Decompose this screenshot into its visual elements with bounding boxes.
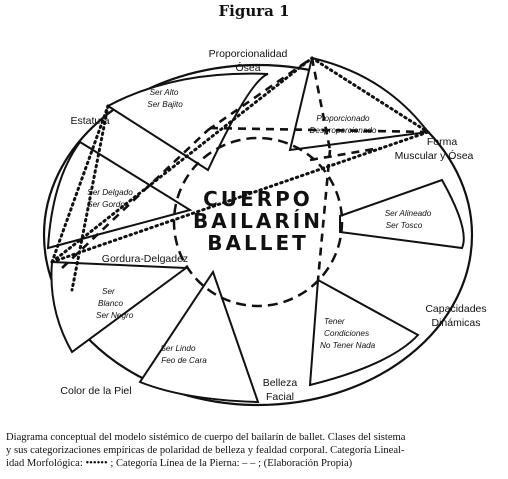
cat-condiciones-1: Tener bbox=[324, 317, 345, 326]
caption-line-2: y sus categorizaciones empíricas de pola… bbox=[6, 445, 405, 456]
outer-ellipse bbox=[42, 63, 474, 407]
node-forma-2: Muscular y Ósea bbox=[395, 149, 474, 162]
sector-blanco bbox=[50, 260, 189, 354]
core-dashed-circle bbox=[172, 136, 344, 308]
figure-title: Figura 1 bbox=[218, 2, 290, 20]
cat-alto-2: Ser Bajito bbox=[147, 100, 183, 109]
node-proporcionalidad-2: Ósea bbox=[235, 61, 260, 74]
caption-line-3a: idad Morfológica: bbox=[6, 458, 83, 469]
node-capacidades-2: Dinámicas bbox=[431, 317, 480, 329]
node-proporcionalidad-1: Proporcionalidad bbox=[209, 48, 288, 60]
node-estatura: Estatura bbox=[70, 115, 109, 127]
cat-lindo-1: Ser Lindo bbox=[160, 344, 195, 353]
node-belleza-1: Belleza bbox=[263, 377, 298, 389]
cat-blanco-3: Ser Negro bbox=[96, 311, 134, 320]
sector-delgado bbox=[46, 140, 193, 250]
caption-dashed-legend: – – bbox=[242, 458, 256, 469]
node-forma-1: Forma bbox=[427, 136, 457, 148]
node-belleza-2: Facial bbox=[266, 391, 294, 403]
node-color: Color de la Piel bbox=[60, 385, 131, 397]
node-capacidades-1: Capacidades bbox=[425, 303, 486, 315]
node-gordura: Gordura-Delgadez bbox=[102, 253, 188, 265]
cat-proporcionado-1: Proporcionado bbox=[316, 114, 370, 123]
cat-lindo-2: Feo de Cara bbox=[161, 356, 207, 365]
sector-proporcionado bbox=[288, 56, 430, 152]
sector-condiciones bbox=[308, 278, 420, 387]
cat-blanco-2: Blanco bbox=[98, 299, 123, 308]
figure-caption: Diagrama conceptual del modelo sistémico… bbox=[6, 431, 504, 470]
cat-delgado-1: Ser Delgado bbox=[87, 188, 133, 197]
caption-dotted-legend: •••••• bbox=[85, 458, 108, 469]
sector-lindo bbox=[138, 269, 260, 404]
cat-alineado-1: Ser Alineado bbox=[385, 209, 432, 218]
systemic-body-diagram: CUERPO BAILARÍN BALLET Proporcionalidad … bbox=[42, 48, 487, 407]
cat-alineado-2: Ser Tosco bbox=[386, 221, 423, 230]
cat-condiciones-3: No Tener Nada bbox=[320, 341, 376, 350]
cat-proporcionado-2: Desproporcionado bbox=[310, 126, 377, 135]
caption-line-3b: ; Categoría Línea de la Pierna: bbox=[110, 458, 240, 469]
morphological-links bbox=[50, 56, 430, 292]
cat-blanco-1: Ser bbox=[102, 287, 115, 296]
caption-line-1: Diagrama conceptual del modelo sistémico… bbox=[6, 432, 406, 443]
cat-alto-1: Ser Alto bbox=[150, 88, 179, 97]
core-line-3: BALLET bbox=[207, 231, 309, 255]
cat-condiciones-2: Condiciones bbox=[324, 329, 369, 338]
caption-line-3c: ; (Elaboración Propia) bbox=[258, 458, 353, 469]
cat-delgado-2: Ser Gordo bbox=[87, 200, 125, 209]
core-line-2: BAILARÍN bbox=[193, 209, 323, 233]
sector-alineado bbox=[339, 178, 465, 250]
core-line-1: CUERPO bbox=[203, 187, 313, 211]
